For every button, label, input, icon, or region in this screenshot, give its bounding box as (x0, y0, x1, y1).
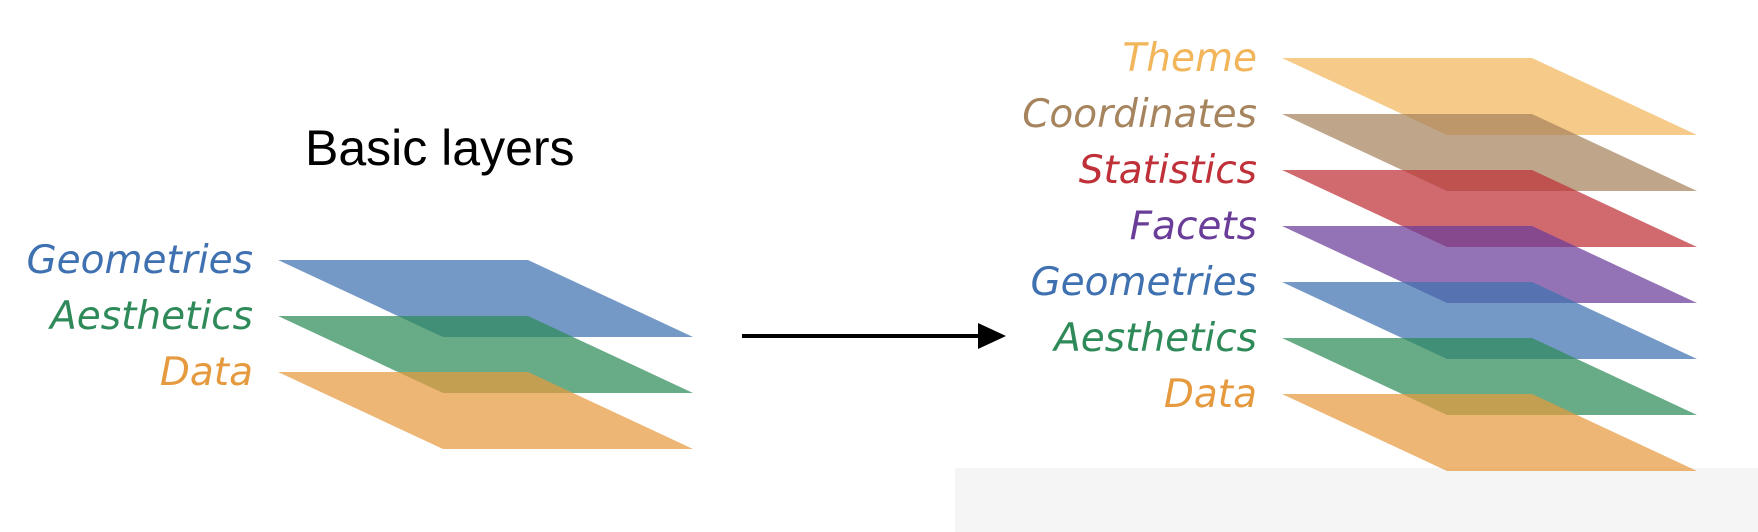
full-label-data: Data (1164, 372, 1257, 417)
full-label-statistics: Statistics (1079, 148, 1257, 193)
full-label-theme: Theme (1122, 36, 1257, 81)
basic-plane-aesthetics (278, 316, 693, 393)
basic-plane-data (278, 372, 693, 449)
full-layers-stack: ThemeCoordinatesStatisticsFacetsGeometri… (1022, 36, 1697, 471)
full-label-aesthetics: Aesthetics (1051, 316, 1257, 361)
arrow-head (978, 323, 1006, 349)
background-panel (955, 468, 1758, 532)
full-label-coordinates: Coordinates (1022, 92, 1257, 137)
full-label-facets: Facets (1130, 204, 1257, 249)
basic-plane-geometries (278, 260, 693, 337)
arrow (742, 323, 1006, 349)
full-plane-data (1282, 394, 1697, 471)
basic-label-data: Data (160, 350, 253, 395)
title-basic-layers: Basic layers (305, 120, 575, 176)
full-plane-aesthetics (1282, 338, 1697, 415)
full-plane-coordinates (1282, 114, 1697, 191)
full-label-geometries: Geometries (1030, 260, 1257, 305)
basic-label-aesthetics: Aesthetics (47, 294, 253, 339)
full-plane-geometries (1282, 282, 1697, 359)
full-plane-facets (1282, 226, 1697, 303)
basic-label-geometries: Geometries (26, 238, 253, 283)
full-plane-theme (1282, 58, 1697, 135)
full-plane-statistics (1282, 170, 1697, 247)
